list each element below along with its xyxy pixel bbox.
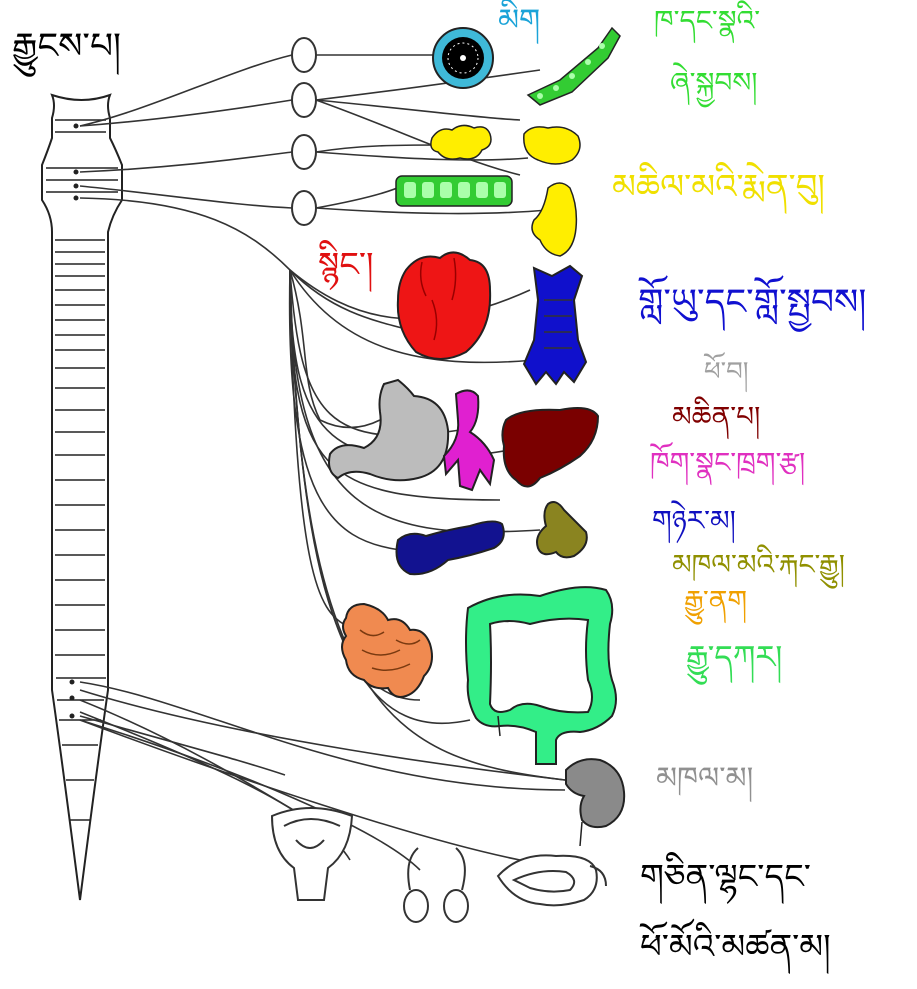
label-trachea-bronchi: གློ་ཡུ་དང་གློ་སྤྱབས།: [638, 275, 866, 332]
label-kidney: མཁལ་མ།: [656, 761, 753, 803]
kidney-organ: [566, 759, 624, 846]
ganglion-4: [292, 191, 316, 225]
small-intestine-organ: [342, 604, 432, 697]
label-gallbladder: མཁལ་མའི་རྐང་རྒྱུ།: [672, 544, 845, 589]
ganglion-3: [292, 135, 316, 169]
label-eye: མིག: [498, 0, 540, 45]
uterus-organ: [498, 855, 606, 905]
label-liver: མཆིན་པ།: [672, 396, 760, 440]
salivary-gland-organ-small: [431, 125, 491, 159]
label-salivary-glands: མཆིལ་མའི་རྨེན་བུ།: [612, 162, 825, 215]
label-pancreas: གཉེར་མ།: [652, 500, 736, 544]
label-spinal-cord: རྒྱུངས་པ།: [12, 26, 121, 77]
ganglion-2: [292, 83, 316, 117]
label-reproductive-line2: ཕོ་མོའི་མཚན་མ།: [640, 918, 831, 975]
label-mouth-nose-line1: ཁ་དང་སྣའི་: [654, 0, 760, 44]
label-stomach: ཕོ་བ།: [703, 351, 749, 393]
label-heart: སྙིང་།: [318, 240, 374, 293]
eye-organ: [433, 28, 493, 88]
label-large-intestine: རྒྱུ་དཀར།: [686, 638, 782, 685]
label-small-intestine: རྒྱུ་ནག: [684, 584, 747, 625]
ganglia: [292, 38, 316, 225]
submandibular-gland-organ: [532, 183, 576, 256]
trachea-bronchi-organ: [524, 266, 586, 384]
label-reproductive-line1: གཅིན་ལྷང་དང་: [640, 852, 811, 905]
trachea-mucosa-organ: [396, 176, 512, 206]
salivary-gland-organ-large: [524, 127, 580, 164]
pancreas-organ: [397, 521, 504, 574]
nasal-mucosa-organ: [528, 28, 620, 105]
heart-organ: [398, 252, 490, 359]
label-aorta: ཁོག་སྣང་ཁྲག་རྩ།: [649, 441, 805, 486]
spinal-cord: [42, 95, 122, 900]
ganglion-superior: [292, 38, 316, 72]
liver-organ: [502, 408, 598, 487]
gallbladder-organ: [537, 502, 587, 557]
stomach-organ: [329, 380, 448, 480]
aorta-organ: [444, 390, 494, 490]
large-intestine-organ: [466, 587, 616, 764]
label-mouth-nose-line2: ཞེ་སྐྱབས།: [670, 62, 757, 108]
testes-organ: [404, 848, 468, 922]
bladder-organ: [272, 808, 352, 900]
